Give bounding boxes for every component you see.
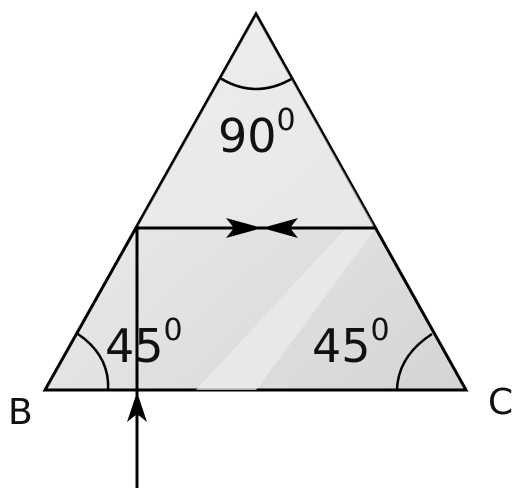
prism-upper-region [138,16,374,226]
top-angle-value: 90 [218,109,277,163]
right-angle-value: 45 [312,319,371,373]
vertex-b-label: B [8,392,33,433]
arrow-right-icon [226,218,262,238]
right-angle-label: 450 [312,313,390,373]
arrow-left-icon [262,218,298,238]
incident-arrow-icon [127,392,147,422]
left-angle-arc [77,332,110,391]
right-angle-arc [395,332,433,391]
prism-highlight [196,228,376,390]
right-angle-degree: 0 [371,313,390,348]
top-angle-arc [219,76,294,91]
left-angle-label: 450 [105,313,183,373]
top-angle-label: 900 [218,103,296,163]
top-angle-degree: 0 [277,103,296,138]
left-angle-value: 45 [105,319,164,373]
vertex-c-label: C [488,382,513,423]
left-angle-degree: 0 [164,313,183,348]
